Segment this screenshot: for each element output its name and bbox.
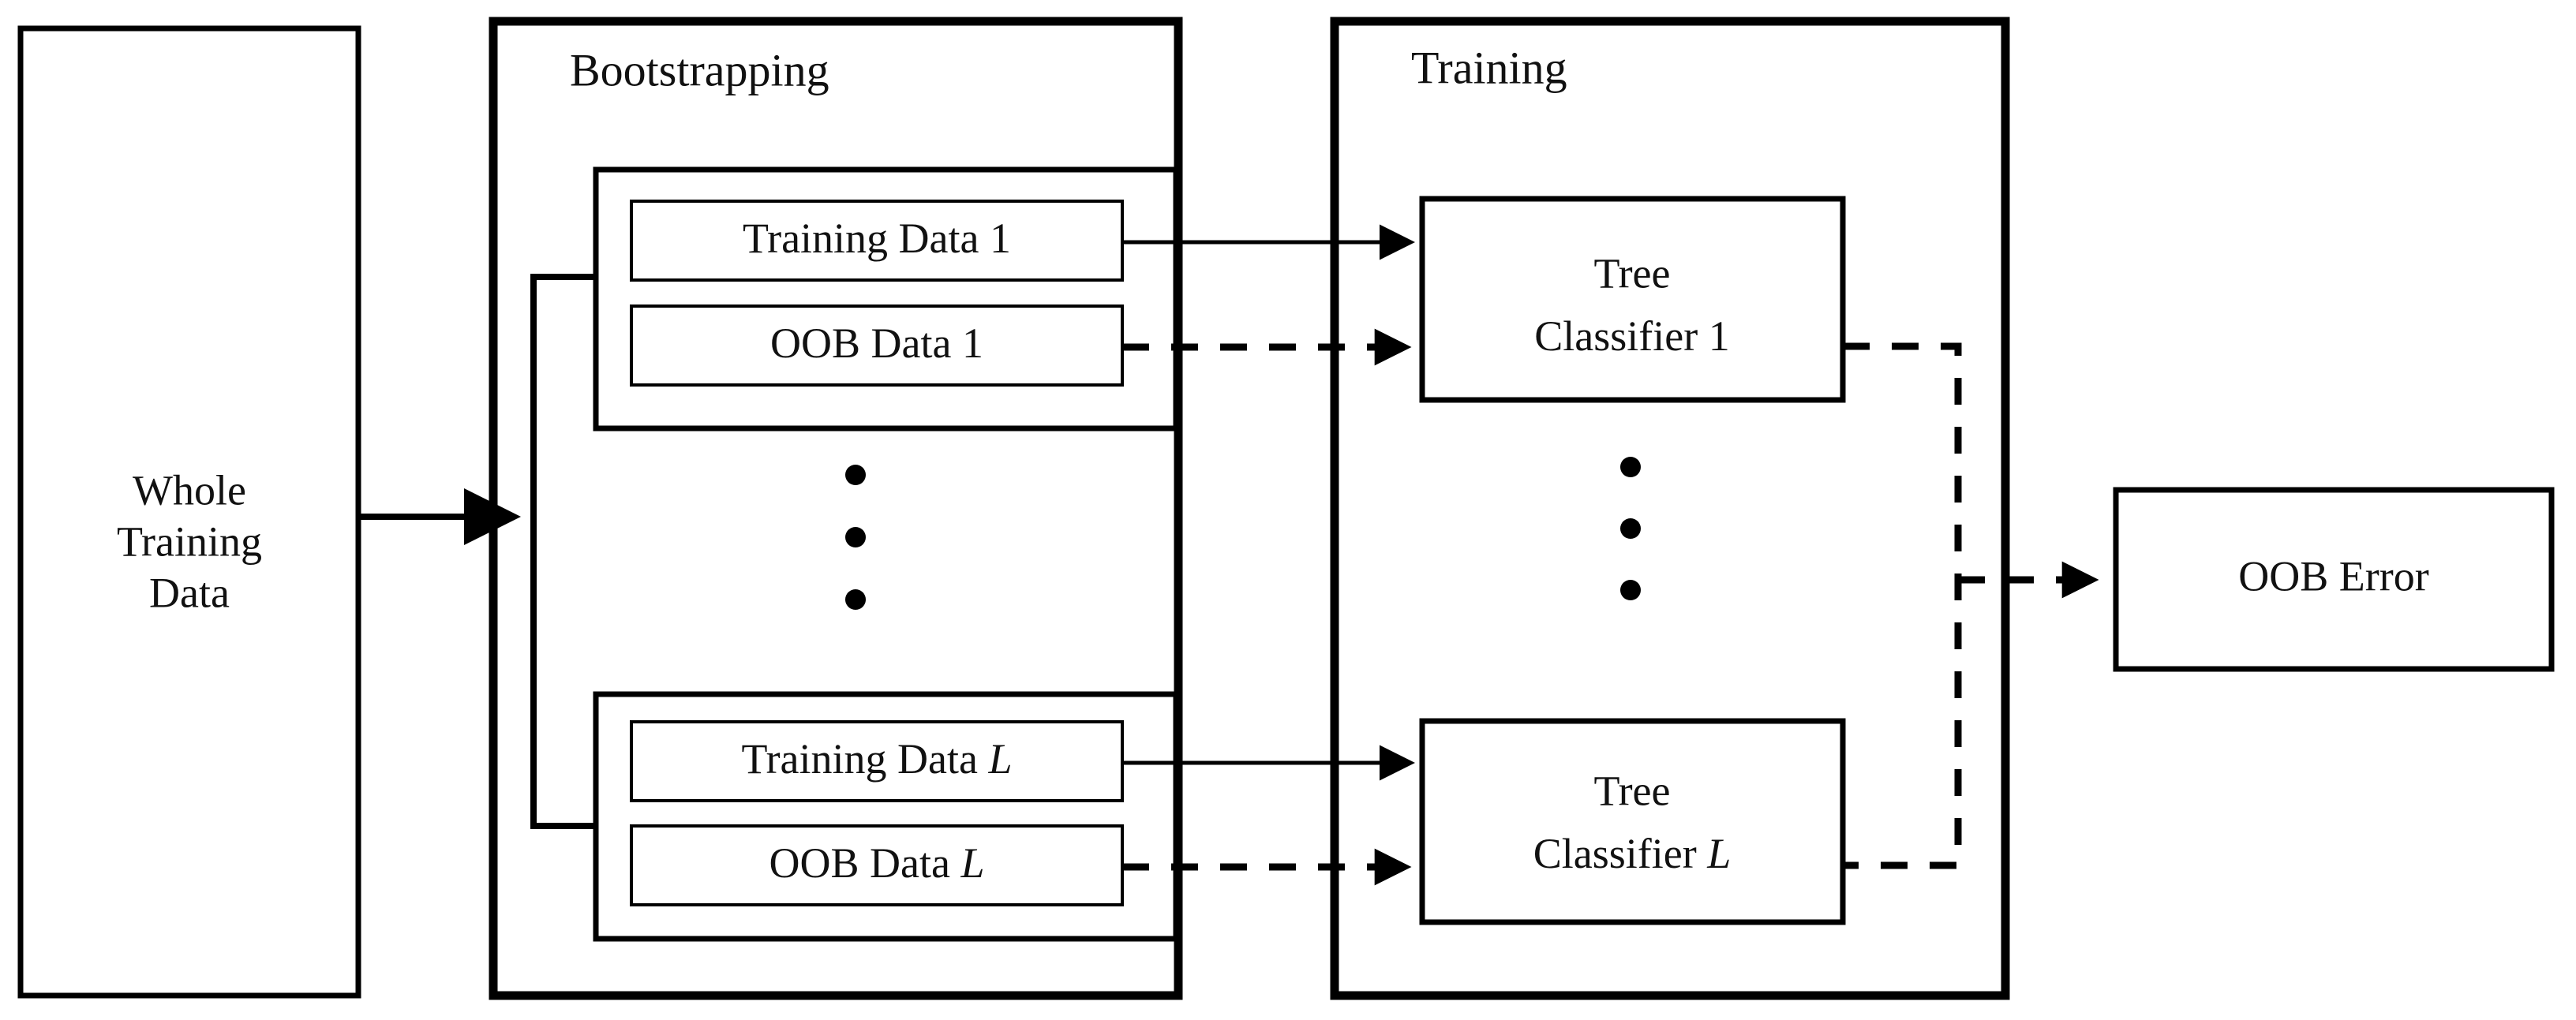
training-data-l-label: Training Data L: [741, 735, 1012, 783]
oob-data-l-label-index: L: [960, 839, 984, 887]
tree-classifier-1-label-line2: Classifier 1: [1534, 312, 1729, 360]
training-data-l-label-text: Training Data: [741, 735, 988, 783]
bootstrap-ellipsis-dot-1: [845, 465, 866, 485]
training-data-1-label-text: Training Data: [743, 215, 990, 262]
whole-training-data-label-line3: Data: [149, 569, 230, 616]
oob-data-l-box[interactable]: [630, 824, 1124, 906]
tree-classifier-l-label-line2: Classifier L: [1533, 830, 1732, 877]
training-ellipsis-dot-2: [1620, 518, 1641, 539]
training-data-1-label-index: 1: [990, 215, 1011, 262]
whole-training-data-label-line1: Whole: [133, 466, 246, 514]
oob-data-l-label: OOB Data L: [769, 839, 985, 887]
oob-data-1-label-text: OOB Data: [770, 319, 962, 367]
tree-classifier-l-label-text: Classifier: [1533, 830, 1707, 877]
oob-error-box[interactable]: [2113, 487, 2555, 672]
oob-data-1-box[interactable]: [630, 305, 1124, 387]
training-ellipsis-dot-1: [1620, 457, 1641, 477]
tree-classifier-1-label-text: Classifier: [1534, 312, 1708, 360]
edge-tree-classifiers-to-oob-error-bus: [1843, 342, 1962, 869]
tree-classifier-l-label-index: L: [1706, 830, 1731, 877]
oob-data-l-label-text: OOB Data: [769, 839, 961, 887]
tree-classifier-1-label-line1: Tree: [1593, 249, 1670, 297]
edge-bootstrap-split-bracket: [530, 274, 598, 829]
whole-training-data-label-line2: Training: [117, 517, 262, 565]
tree-classifier-l-box[interactable]: [1419, 718, 1846, 925]
training-ellipsis-dot-3: [1620, 580, 1641, 600]
tree-classifier-1-label-index: 1: [1709, 312, 1730, 360]
oob-data-1-label: OOB Data 1: [770, 319, 983, 367]
training-data-l-box[interactable]: [630, 720, 1124, 802]
bootstrap-ellipsis-dot-3: [845, 589, 866, 610]
oob-data-1-label-index: 1: [962, 319, 983, 367]
bootstrap-ellipsis-dot-2: [845, 527, 866, 547]
training-section-label: Training: [1411, 42, 1567, 93]
training-data-1-box[interactable]: [630, 200, 1124, 282]
oob-error-label: OOB Error: [2238, 552, 2428, 600]
tree-classifier-l-label-line1: Tree: [1593, 767, 1670, 814]
training-data-l-label-index: L: [987, 735, 1012, 783]
bootstrapping-section-label: Bootstrapping: [570, 44, 829, 95]
whole-training-data-box[interactable]: [17, 25, 361, 999]
tree-classifier-1-box[interactable]: [1419, 196, 1846, 403]
training-data-1-label: Training Data 1: [743, 215, 1011, 262]
